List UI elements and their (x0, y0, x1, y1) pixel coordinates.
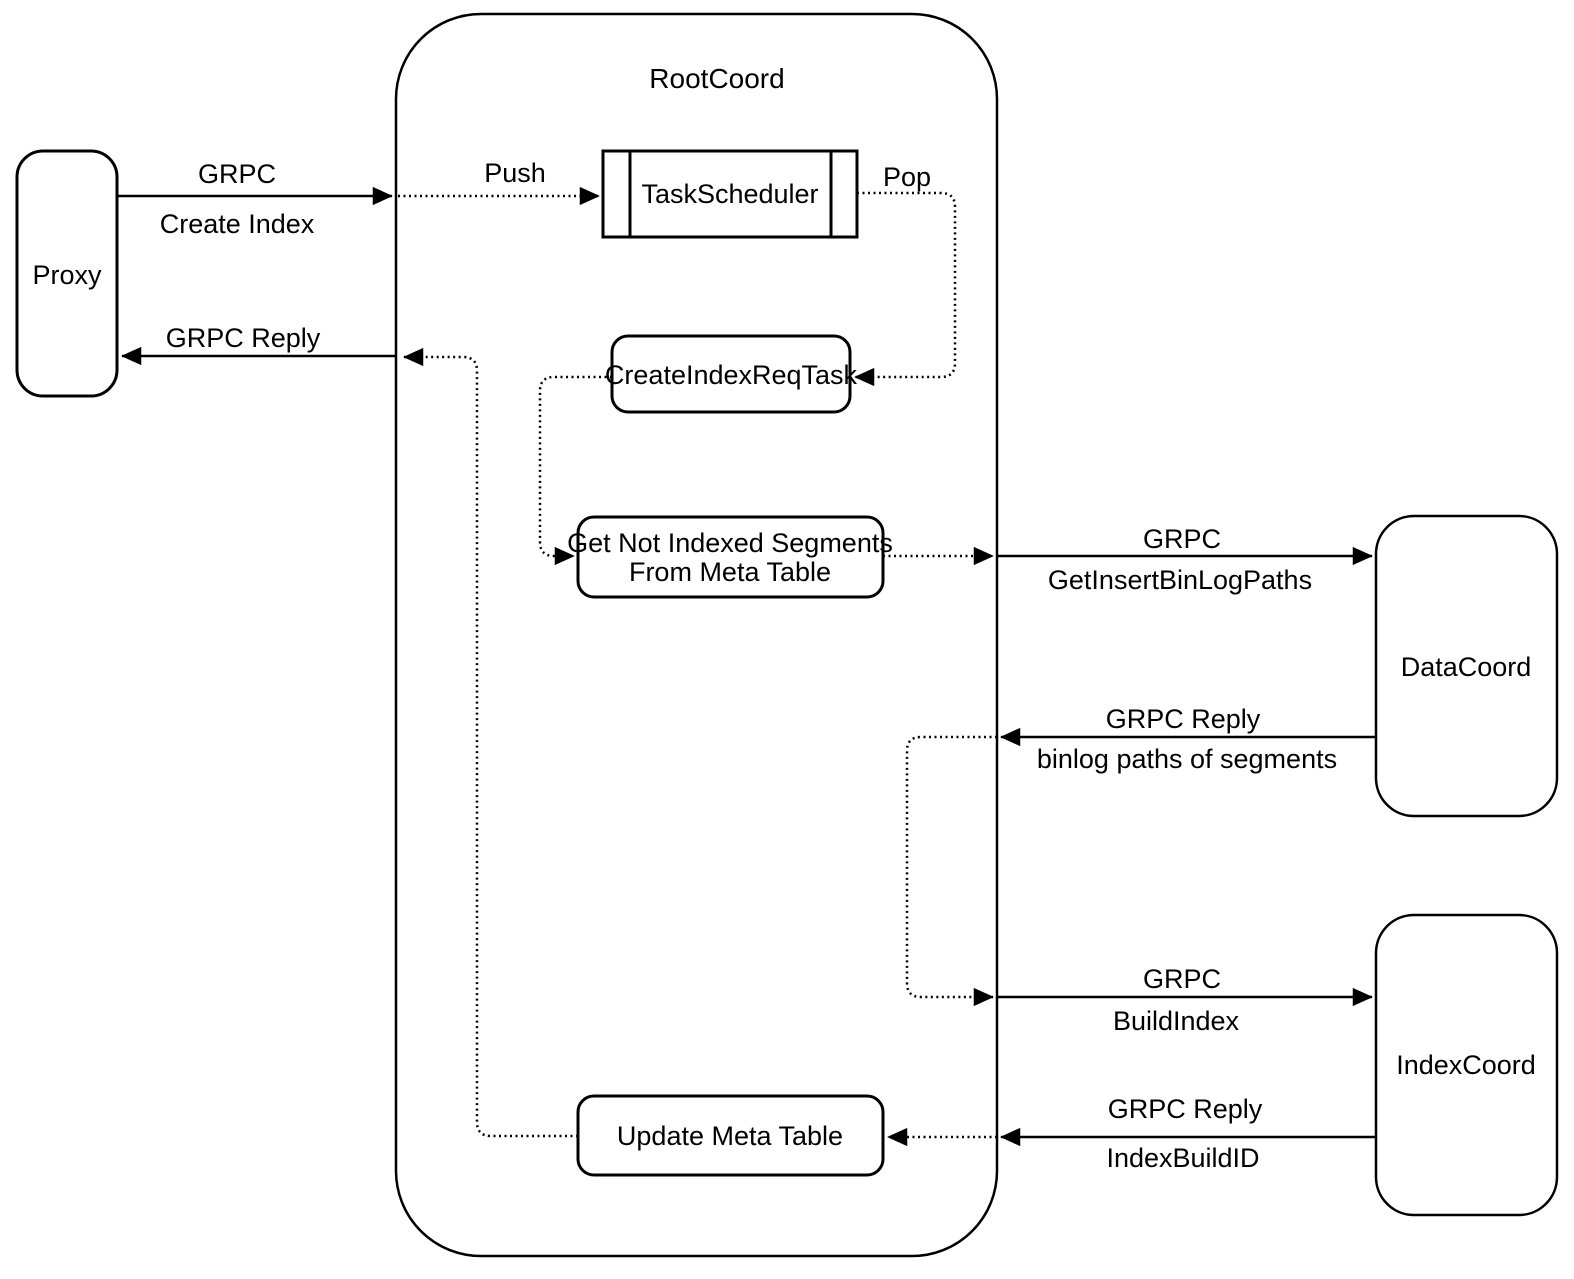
edge-grpc-create-index: GRPC Create Index (117, 159, 393, 239)
edge-grpc-get-insert-binlog-paths: GRPC GetInsertBinLogPaths (883, 524, 1373, 595)
proxy-label: Proxy (32, 260, 102, 290)
node-create-index-req-task: CreateIndexReqTask (605, 334, 858, 414)
node-indexcoord: IndexCoord (1374, 913, 1559, 1217)
grpc-reply-to-proxy-protocol-label: GRPC Reply (166, 323, 321, 353)
connector-reply-to-build-index (905, 735, 997, 1007)
rootcoord-box (394, 12, 999, 1258)
grpc-create-index-protocol-label: GRPC (198, 159, 276, 189)
node-proxy: Proxy (15, 149, 119, 398)
edge-grpc-build-index: GRPC BuildIndex (997, 964, 1373, 1036)
edge-grpc-reply-binlog-paths: GRPC Reply binlog paths of segments (1000, 704, 1377, 774)
pop-label: Pop (883, 162, 931, 192)
grpc-create-index-message-label: Create Index (160, 209, 315, 239)
get-not-indexed-segments-label-line2: From Meta Table (629, 557, 831, 587)
grpc-get-insert-binlog-paths-protocol-label: GRPC (1143, 524, 1221, 554)
proxy-box (15, 149, 119, 398)
get-not-indexed-segments-label-line1: Get Not Indexed Segments (567, 528, 893, 558)
pop-arrow (854, 191, 957, 387)
push-label: Push (484, 158, 546, 188)
grpc-build-index-protocol-label: GRPC (1143, 964, 1221, 994)
edge-pop: Pop (854, 162, 957, 387)
update-meta-table-label: Update Meta Table (617, 1121, 843, 1151)
create-index-req-task-label: CreateIndexReqTask (605, 360, 858, 390)
edge-push: Push (398, 158, 600, 206)
edge-grpc-reply-index-build-id: GRPC Reply IndexBuildID (887, 1094, 1377, 1173)
connector-reqtask-to-get-segments (538, 375, 612, 566)
grpc-reply-binlog-paths-message-label: binlog paths of segments (1037, 744, 1337, 774)
grpc-reply-index-build-id-message-label: IndexBuildID (1106, 1143, 1259, 1173)
rootcoord-label: RootCoord (649, 63, 784, 94)
node-update-meta-table: Update Meta Table (576, 1094, 885, 1177)
node-task-scheduler: TaskScheduler (601, 149, 859, 239)
connector-update-meta-to-reply (403, 347, 578, 1138)
grpc-build-index-message-label: BuildIndex (1113, 1006, 1240, 1036)
grpc-get-insert-binlog-paths-message-label: GetInsertBinLogPaths (1048, 565, 1312, 595)
grpc-reply-binlog-paths-protocol-label: GRPC Reply (1106, 704, 1261, 734)
update-meta-to-reply-arrow (403, 347, 578, 1138)
grpc-reply-index-build-id-protocol-label: GRPC Reply (1108, 1094, 1263, 1124)
reply-to-build-index-arrow (905, 735, 997, 1007)
container-rootcoord: RootCoord (394, 12, 999, 1258)
reqtask-to-get-segments-arrow (538, 375, 612, 566)
indexcoord-label: IndexCoord (1396, 1050, 1536, 1080)
datacoord-box (1374, 514, 1559, 818)
task-scheduler-label: TaskScheduler (641, 179, 818, 209)
task-scheduler-box (601, 149, 859, 239)
datacoord-label: DataCoord (1401, 652, 1532, 682)
node-datacoord: DataCoord (1374, 514, 1559, 818)
edge-grpc-reply-to-proxy: GRPC Reply (121, 323, 396, 366)
node-get-not-indexed-segments: Get Not Indexed Segments From Meta Table (567, 515, 893, 599)
indexcoord-box (1374, 913, 1559, 1217)
create-index-req-task-box (610, 334, 852, 414)
